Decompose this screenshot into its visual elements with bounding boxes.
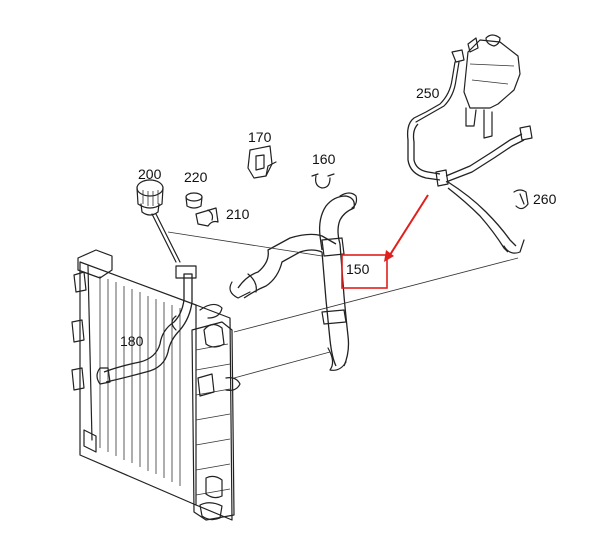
clip-220[interactable] (185, 192, 203, 209)
label-250: 250 (416, 85, 440, 101)
highlight-callout (341, 194, 429, 289)
cap-200[interactable] (136, 179, 181, 263)
bracket-170[interactable] (247, 145, 277, 179)
label-160: 160 (312, 151, 336, 167)
bracket-210[interactable] (195, 207, 219, 227)
label-200: 200 (138, 166, 162, 182)
highlight-box (341, 254, 388, 289)
label-220: 220 (184, 169, 208, 185)
clip-260[interactable] (513, 189, 529, 210)
hose-180[interactable] (96, 265, 223, 385)
label-260: 260 (533, 191, 557, 207)
clamp-160[interactable] (311, 173, 335, 189)
label-210: 210 (226, 206, 250, 222)
highlight-arrow (387, 194, 429, 259)
label-170: 170 (248, 129, 272, 145)
leader-lines (167, 231, 519, 379)
radiator[interactable] (71, 249, 241, 521)
expansion-tank[interactable] (413, 34, 521, 139)
label-180: 180 (120, 333, 144, 349)
label-150: 150 (346, 261, 370, 277)
hose-250[interactable] (406, 117, 533, 254)
